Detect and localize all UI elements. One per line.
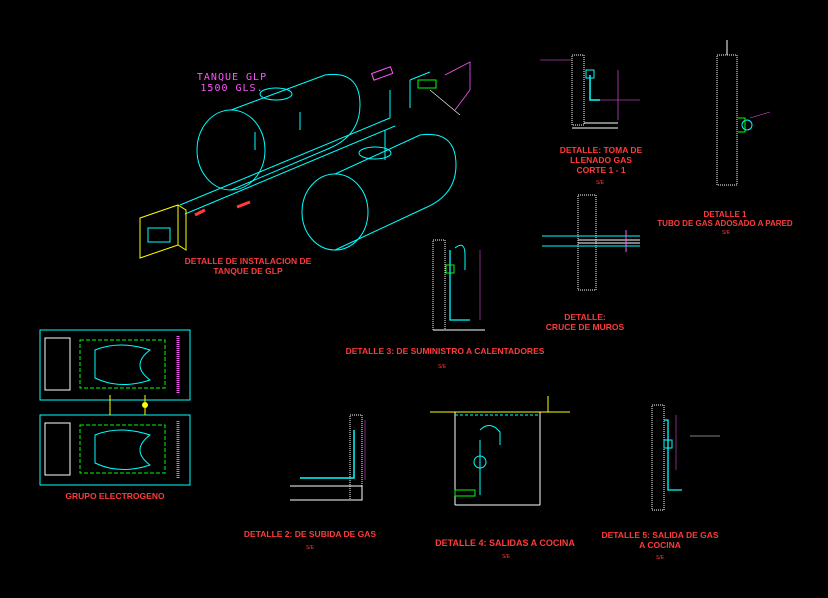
title-detalle4: DETALLE 4: SALIDAS A COCINA bbox=[435, 538, 575, 548]
detalle1-drawing bbox=[716, 40, 771, 186]
tank-lower-end bbox=[301, 173, 369, 251]
title-detalle2: DETALLE 2: DE SUBIDA DE GAS bbox=[243, 529, 377, 539]
title-grupo-electrogeno: GRUPO ELECTROGENO bbox=[65, 491, 165, 501]
detalle2-drawing bbox=[290, 414, 366, 501]
scale-detalle4: S/E bbox=[501, 554, 511, 560]
scale-toma-llenado: S/E bbox=[595, 180, 605, 186]
tank-upper-body bbox=[230, 73, 361, 191]
tank-valves bbox=[194, 61, 471, 217]
toma-llenado-drawing bbox=[540, 54, 640, 129]
title-instalacion: DETALLE DE INSTALACION DE TANQUE DE GLP bbox=[184, 256, 312, 276]
manhole-lower bbox=[358, 146, 392, 160]
title-toma-llenado: DETALLE: TOMA DE LLENADO GAS CORTE 1 - 1 bbox=[559, 145, 643, 175]
grupo-electrogeno-drawing bbox=[39, 329, 191, 486]
scale-detalle3: S/E bbox=[437, 364, 447, 370]
title-detalle1: DETALLE 1 TUBO DE GAS ADOSADO A PARED bbox=[657, 210, 793, 229]
detalle3-drawing bbox=[432, 239, 485, 331]
scale-detalle1: S/E bbox=[721, 230, 731, 236]
cruce-muros-drawing bbox=[542, 194, 640, 291]
title-cruce-muros: DETALLE: CRUCE DE MUROS bbox=[545, 312, 625, 332]
title-detalle5: DETALLE 5: SALIDA DE GAS A COCINA bbox=[601, 530, 719, 550]
detalle4-drawing bbox=[430, 396, 570, 506]
valve-box-detail bbox=[147, 227, 171, 243]
scale-detalle5: S/E bbox=[655, 555, 665, 561]
scale-detalle2: S/E bbox=[305, 545, 315, 551]
riser-pipes bbox=[384, 71, 431, 160]
tank-lower-body bbox=[334, 133, 457, 251]
main-pipe bbox=[179, 112, 396, 215]
title-detalle3: DETALLE 3: DE SUMINISTRO A CALENTADORES bbox=[345, 346, 545, 356]
tank-installation-drawing bbox=[139, 71, 457, 259]
manhole-upper bbox=[259, 87, 293, 101]
valve-box bbox=[139, 204, 187, 259]
tank-label: TANQUE GLP 1500 GLS. bbox=[196, 72, 268, 94]
detalle5-drawing bbox=[651, 404, 720, 511]
